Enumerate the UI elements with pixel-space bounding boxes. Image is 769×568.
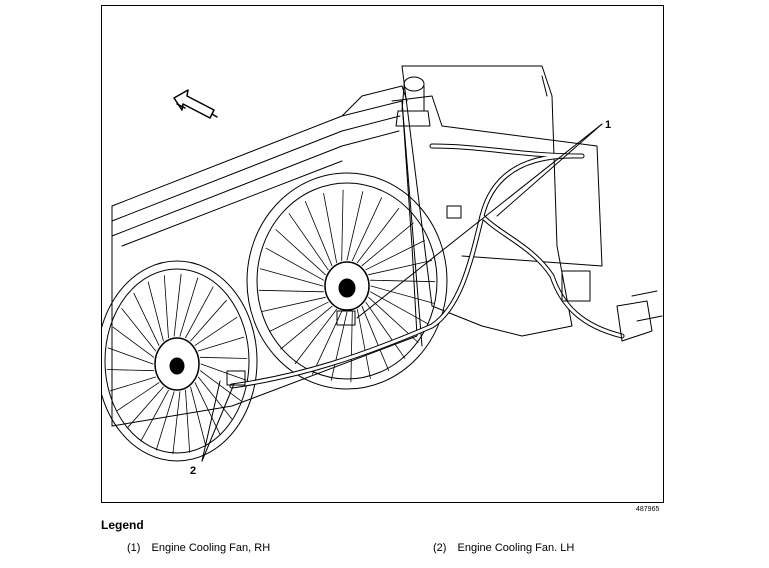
engine-cooling-fan-illustration: 1 2: [102, 65, 663, 477]
callout-1-leaders: [356, 123, 603, 319]
legend-title: Legend: [101, 518, 144, 532]
legend-item-label: Engine Cooling Fan. LH: [457, 542, 575, 554]
filler-neck: [395, 76, 431, 127]
legend-item-number: (2): [433, 542, 447, 554]
figure-id: 487965: [636, 506, 660, 513]
legend-item-1: (1) Engine Cooling Fan, RH: [127, 542, 270, 554]
callout-2-leaders: [201, 380, 235, 462]
callout-2-label: 2: [190, 465, 196, 477]
legend-item-2: (2) Engine Cooling Fan. LH: [433, 542, 574, 554]
direction-arrow-icon: [173, 89, 218, 119]
radiator-shroud: [111, 85, 423, 427]
diagram-frame: 1 2: [101, 5, 664, 503]
connectors: [226, 205, 663, 386]
legend-item-label: Engine Cooling Fan, RH: [151, 542, 271, 554]
legend-item-number: (1): [127, 542, 141, 554]
fan-lh: [102, 260, 258, 462]
callout-1-label: 1: [605, 119, 611, 131]
